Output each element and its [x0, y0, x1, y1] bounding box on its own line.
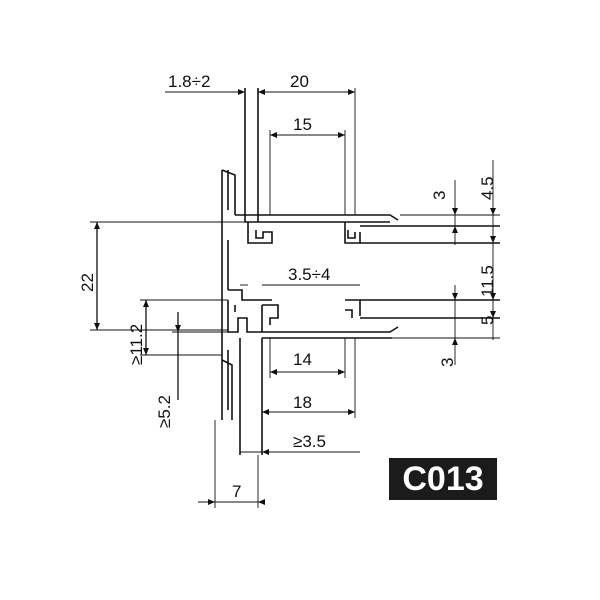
profile-outline — [221, 88, 500, 455]
dim-1-8-2: 1.8÷2 — [168, 72, 210, 91]
dim-18: 18 — [293, 393, 312, 412]
dim-3-5-4: 3.5÷4 — [288, 265, 330, 284]
dim-11-2: ≥11.2 — [127, 324, 146, 365]
dim-11-5: 11.5 — [478, 265, 497, 297]
dim-14: 14 — [293, 350, 312, 369]
dim-5-2: ≥5.2 — [155, 395, 174, 428]
dim-3-5: ≥3.5 — [293, 432, 326, 451]
dim-20: 20 — [290, 72, 309, 91]
dimension-lines — [90, 88, 500, 508]
product-code-badge: C013 — [389, 458, 497, 500]
dimension-arrowheads — [94, 89, 496, 505]
dim-7: 7 — [232, 482, 241, 501]
dim-3-bottom: 3 — [438, 358, 457, 367]
dim-3-top: 3 — [430, 191, 449, 200]
dim-15: 15 — [293, 115, 312, 134]
dimension-labels: 1.8÷2 20 15 3 4.5 22 3.5÷4 11.5 ≥11.2 5 … — [78, 72, 497, 501]
dim-22: 22 — [78, 273, 97, 292]
dim-4-5: 4.5 — [478, 176, 497, 200]
dim-5: 5 — [478, 316, 497, 325]
